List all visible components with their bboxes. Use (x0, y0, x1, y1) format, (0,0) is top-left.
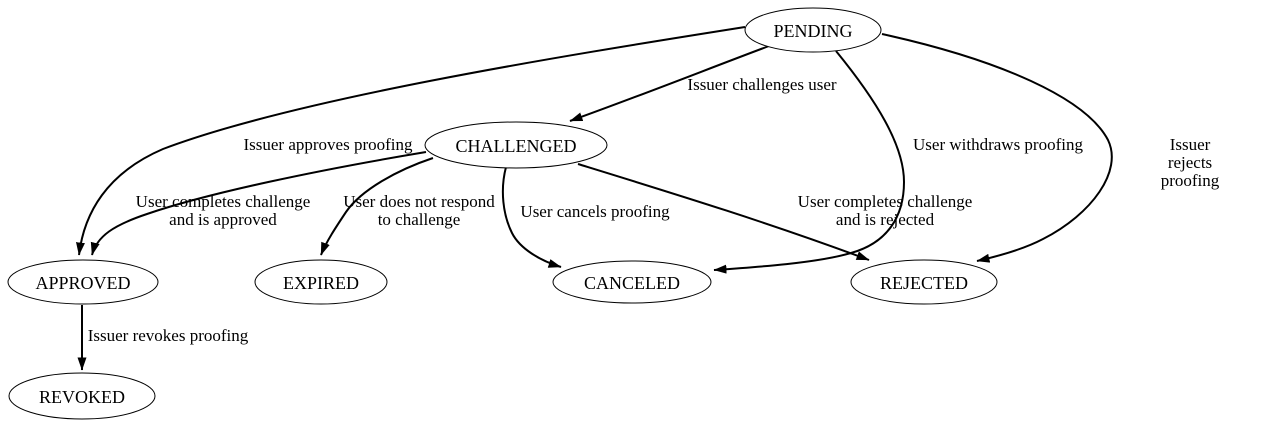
state-node-pending (744, 7, 882, 53)
state-node-challenged (424, 121, 608, 169)
edge-label-issuer-revokes-proofing: Issuer revokes proofing (87, 326, 249, 345)
state-node-approved (7, 259, 159, 305)
state-node-revoked (8, 372, 156, 420)
state-label-challenged: CHALLENGED (455, 136, 577, 156)
state-label-canceled: CANCELED (584, 273, 680, 293)
edge-label-completes-challenge-rejected: User completes challenge and is rejected (797, 192, 973, 229)
edge-challenged-canceled (501, 166, 562, 268)
state-node-expired (254, 259, 388, 305)
state-label-rejected: REJECTED (880, 273, 968, 293)
state-label-expired: EXPIRED (283, 273, 359, 293)
edge-label-does-not-respond: User does not respond to challenge (343, 192, 495, 229)
edge-challenged-rejected (577, 163, 870, 261)
edge-label-completes-challenge-approved: User completes challenge and is approved (135, 192, 311, 229)
edge-pending-approved (76, 26, 746, 256)
state-label-approved: APPROVED (35, 273, 131, 293)
edge-pending-canceled (713, 50, 906, 274)
state-node-canceled (552, 260, 712, 304)
edge-label-issuer-approves-proofing: Issuer approves proofing (243, 135, 413, 154)
edge-label-user-withdraws-proofing: User withdraws proofing (913, 135, 1083, 154)
edge-pending-rejected (881, 33, 1113, 263)
state-label-revoked: REVOKED (39, 387, 125, 407)
edge-challenged-approved (90, 151, 427, 256)
edge-label-user-cancels-proofing: User cancels proofing (520, 202, 670, 221)
edge-label-issuer-rejects-proofing: Issuer rejects proofing (1160, 135, 1220, 190)
edge-pending-challenged (569, 45, 770, 122)
state-label-pending: PENDING (773, 21, 853, 41)
edge-challenged-expired (320, 157, 434, 256)
edge-label-issuer-challenges-user: Issuer challenges user (687, 75, 837, 94)
state-node-rejected (850, 259, 998, 305)
